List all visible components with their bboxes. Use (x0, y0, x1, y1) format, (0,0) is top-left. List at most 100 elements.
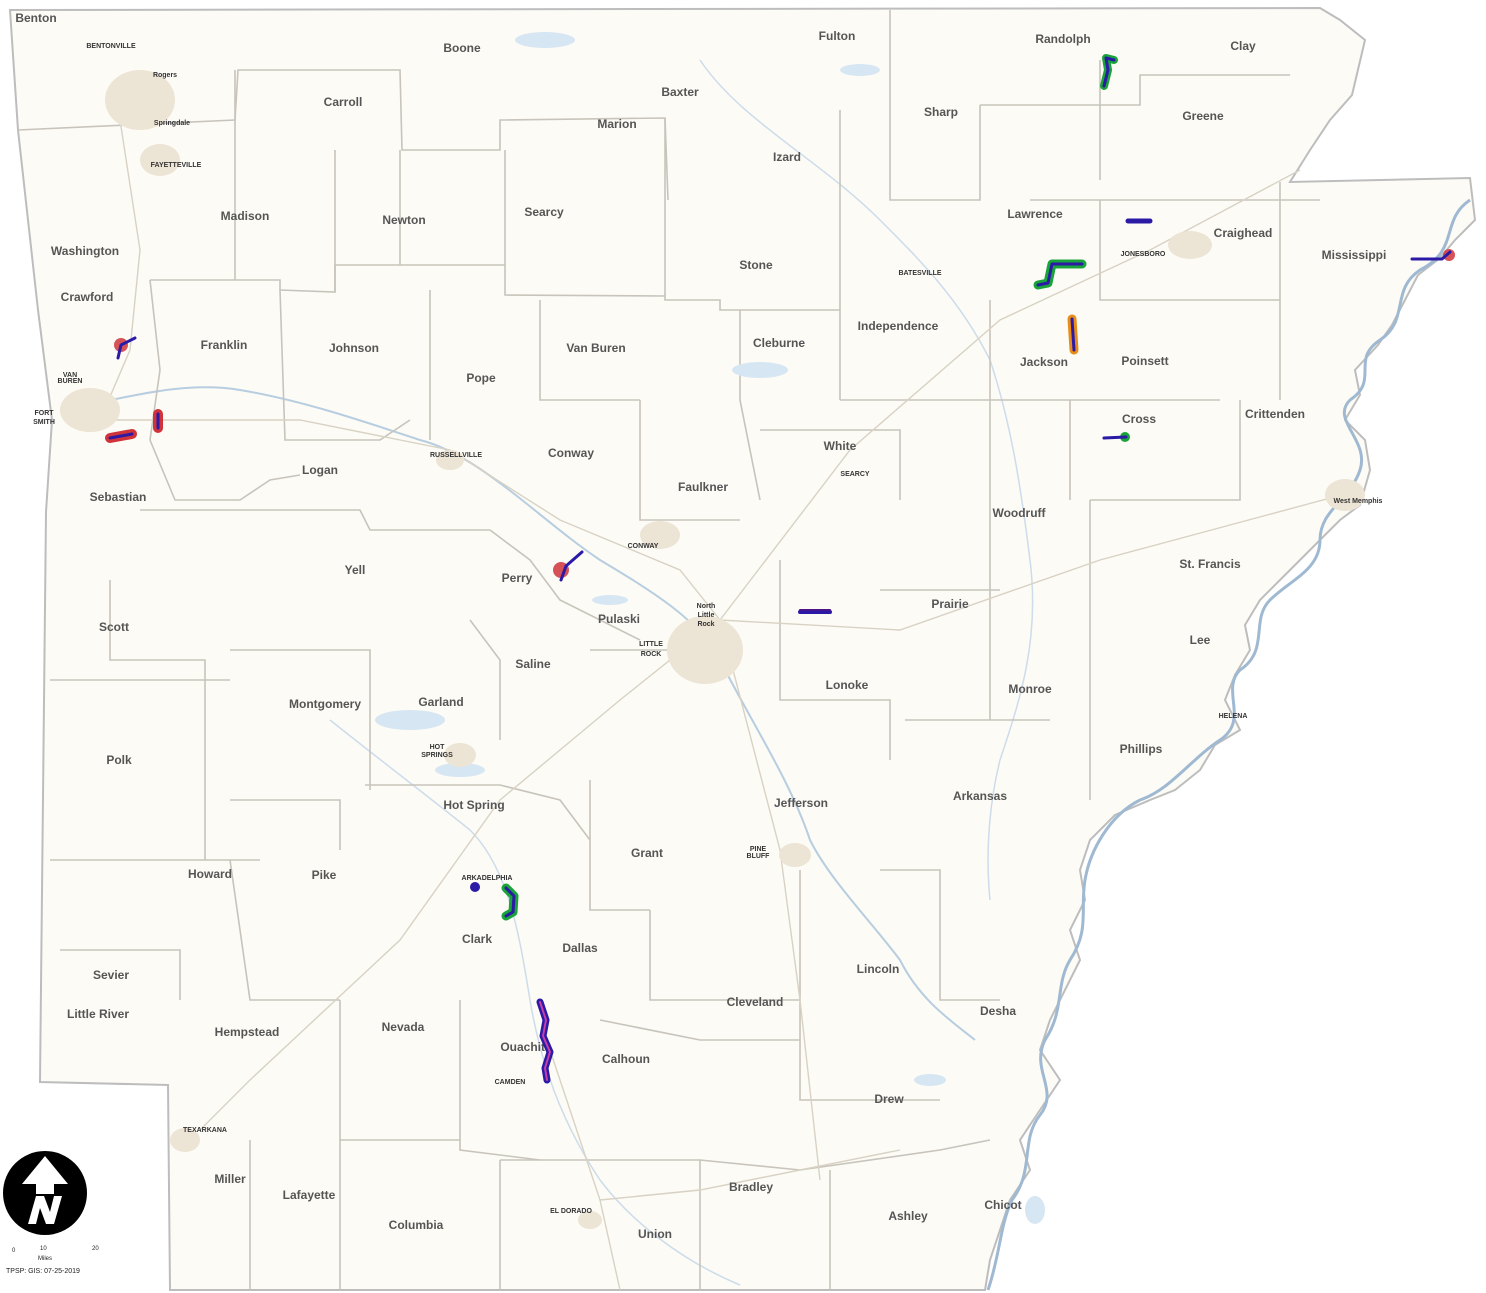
highways (99, 119, 1361, 1291)
arkansas-river (59, 386, 976, 1041)
county-label: Arkansas (953, 789, 1007, 803)
city-label: West Memphis (1334, 498, 1383, 505)
city-label: Little (698, 612, 715, 619)
county-label: Clark (462, 932, 492, 946)
county-boundaries (17, 10, 1320, 1290)
city-label: ROCK (641, 651, 662, 658)
county-label: Pike (312, 868, 337, 882)
scale-tick-0: 0 (12, 1248, 16, 1254)
county-label: Baxter (661, 85, 699, 99)
county-label: Madison (221, 209, 270, 223)
county-label: Boone (443, 41, 481, 55)
urban-areas (60, 70, 1365, 1229)
county-label: Hot Spring (443, 798, 504, 812)
county-label: Searcy (524, 205, 564, 219)
city-label: CAMDEN (495, 1079, 526, 1086)
county-label: Benton (15, 11, 56, 25)
city-label: Rogers (153, 72, 177, 79)
county-label: Drew (874, 1092, 904, 1106)
city-label: LITTLE (639, 641, 663, 648)
city-label: HOT (430, 744, 446, 751)
county-label: Cross (1122, 412, 1156, 426)
county-label: Monroe (1008, 682, 1052, 696)
county-label: Chicot (984, 1198, 1021, 1212)
project-lawrence (1033, 259, 1087, 290)
county-label: Columbia (389, 1218, 444, 1232)
city-label: North (697, 603, 716, 610)
county-labels: BentonCarrollBooneBaxterMarionFultonShar… (15, 11, 1386, 1241)
county-label: Perry (502, 571, 533, 585)
county-label: Lee (1190, 633, 1211, 647)
county-label: Lafayette (283, 1188, 336, 1202)
county-label: Union (638, 1227, 672, 1241)
county-label: Van Buren (566, 341, 625, 355)
county-label: Little River (67, 1007, 129, 1021)
county-label: Mississippi (1322, 248, 1387, 262)
project-randolph (1100, 54, 1118, 90)
county-label: Lincoln (857, 962, 900, 976)
county-label: Yell (345, 563, 366, 577)
project-clark-a (470, 882, 480, 892)
county-label: Newton (382, 213, 425, 227)
project-clark-b (501, 883, 519, 921)
county-label: Johnson (329, 341, 379, 355)
scale-tick-10: 10 (40, 1246, 47, 1252)
city-label: VAN (63, 372, 77, 379)
county-label: Jefferson (774, 796, 828, 810)
scale-bar: 0 10 20 Miles (12, 1246, 99, 1262)
county-label: Howard (188, 867, 232, 881)
county-label: Ouachita (500, 1040, 552, 1054)
project-mississippi (1410, 249, 1455, 261)
county-label: Poinsett (1121, 354, 1168, 368)
county-label: Carroll (324, 95, 363, 109)
county-label: Logan (302, 463, 338, 477)
county-label: Saline (515, 657, 551, 671)
county-label: Grant (631, 846, 663, 860)
county-label: Lonoke (826, 678, 869, 692)
county-label: Dallas (562, 941, 598, 955)
county-label: St. Francis (1179, 557, 1241, 571)
county-label: Sebastian (90, 490, 147, 504)
city-label: CONWAY (628, 543, 659, 550)
county-label: Calhoun (602, 1052, 650, 1066)
city-label: Springdale (154, 120, 190, 127)
scale-tick-20: 20 (92, 1246, 99, 1252)
county-label: Cleburne (753, 336, 805, 350)
project-lonoke (798, 609, 832, 614)
project-highlights (105, 54, 1455, 1084)
county-label: Miller (214, 1172, 246, 1186)
county-label: White (824, 439, 857, 453)
lakes (375, 32, 1045, 1224)
county-label: Randolph (1035, 32, 1090, 46)
county-label: Crawford (61, 290, 114, 304)
map-credit: TPSP: GIS: 07-25-2019 (6, 1268, 80, 1275)
city-labels: BENTONVILLERogersSpringdaleFAYETTEVILLEV… (33, 43, 1382, 1215)
city-label: BLUFF (747, 853, 771, 860)
city-label: SMITH (33, 419, 55, 426)
county-label: Hempstead (215, 1025, 280, 1039)
city-label: JONESBORO (1121, 251, 1166, 258)
city-label: SEARCY (840, 471, 870, 478)
city-label: EL DORADO (550, 1208, 592, 1215)
county-label: Montgomery (289, 697, 361, 711)
county-label: Nevada (382, 1020, 425, 1034)
county-label: Sharp (924, 105, 958, 119)
county-label: Stone (739, 258, 773, 272)
county-label: Cleveland (727, 995, 784, 1009)
project-jackson (1067, 314, 1079, 355)
city-label: SPRINGS (421, 752, 453, 759)
city-label: FORT (34, 410, 54, 417)
city-label: BATESVILLE (898, 270, 941, 277)
county-label: Pulaski (598, 612, 640, 626)
scale-unit: Miles (38, 1256, 52, 1262)
county-label: Lawrence (1007, 207, 1063, 221)
project-ouachita (536, 998, 554, 1084)
county-label: Izard (773, 150, 801, 164)
mississippi-river (986, 198, 1471, 1291)
county-label: Woodruff (992, 506, 1046, 520)
project-sebastian-a (105, 429, 137, 443)
county-label: Phillips (1120, 742, 1163, 756)
county-label: Independence (858, 319, 939, 333)
county-label: Crittenden (1245, 407, 1305, 421)
county-label: Faulkner (678, 480, 728, 494)
